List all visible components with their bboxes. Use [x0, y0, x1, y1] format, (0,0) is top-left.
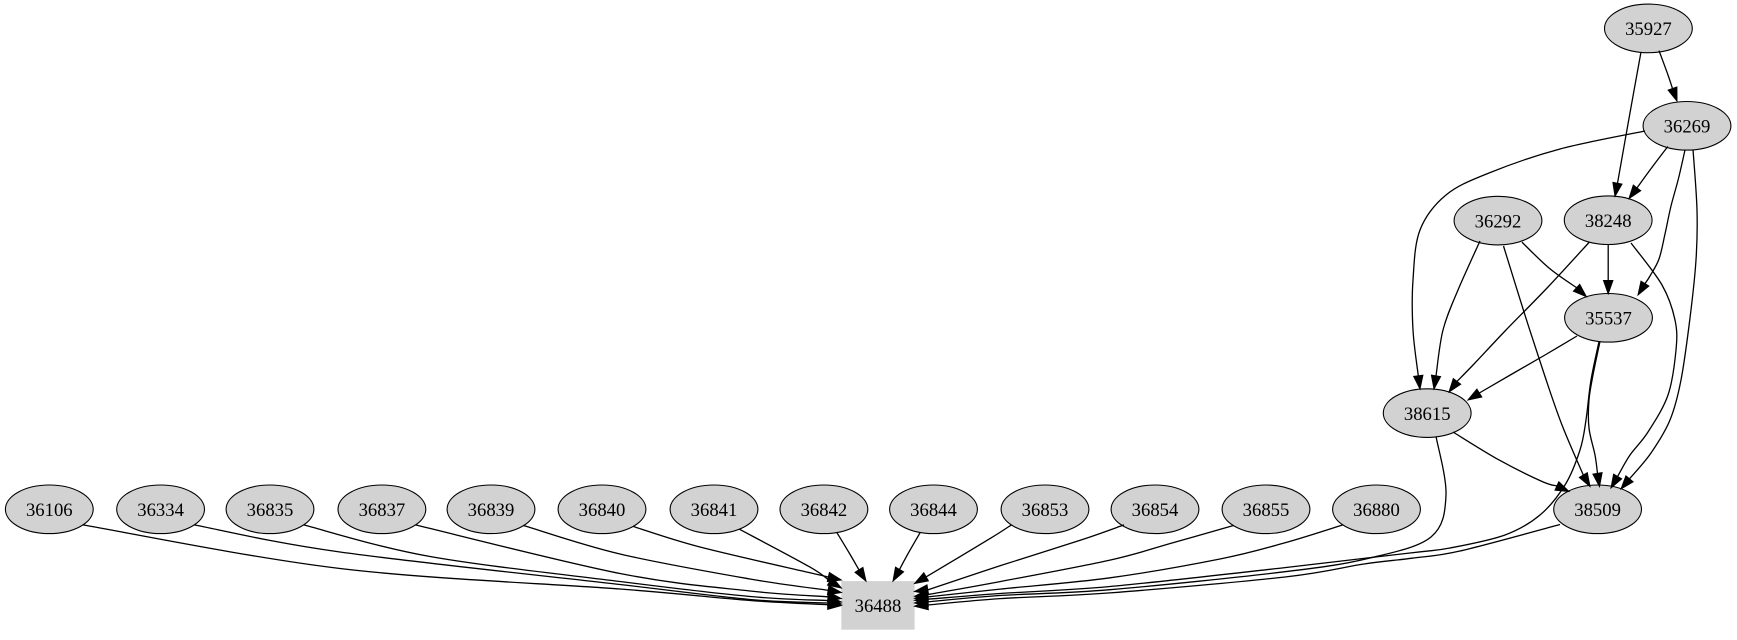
svg-text:36853: 36853: [1022, 500, 1069, 521]
svg-text:35537: 35537: [1585, 309, 1632, 330]
svg-text:38615: 38615: [1404, 404, 1451, 425]
svg-text:36855: 36855: [1243, 500, 1290, 521]
svg-text:36334: 36334: [137, 500, 184, 521]
svg-text:36106: 36106: [26, 500, 73, 521]
svg-text:38509: 38509: [1574, 500, 1621, 521]
svg-text:36842: 36842: [801, 500, 848, 521]
svg-text:36844: 36844: [910, 500, 957, 521]
svg-text:38248: 38248: [1585, 211, 1632, 232]
svg-text:36880: 36880: [1353, 500, 1400, 521]
svg-text:36835: 36835: [247, 500, 294, 521]
svg-text:36839: 36839: [468, 500, 515, 521]
svg-text:35927: 35927: [1625, 19, 1672, 40]
svg-text:36269: 36269: [1664, 117, 1711, 138]
svg-text:36840: 36840: [579, 500, 626, 521]
svg-text:36488: 36488: [855, 596, 902, 617]
svg-text:36292: 36292: [1475, 211, 1522, 232]
svg-text:36854: 36854: [1132, 500, 1179, 521]
svg-text:36841: 36841: [691, 500, 738, 521]
svg-text:36837: 36837: [359, 500, 406, 521]
